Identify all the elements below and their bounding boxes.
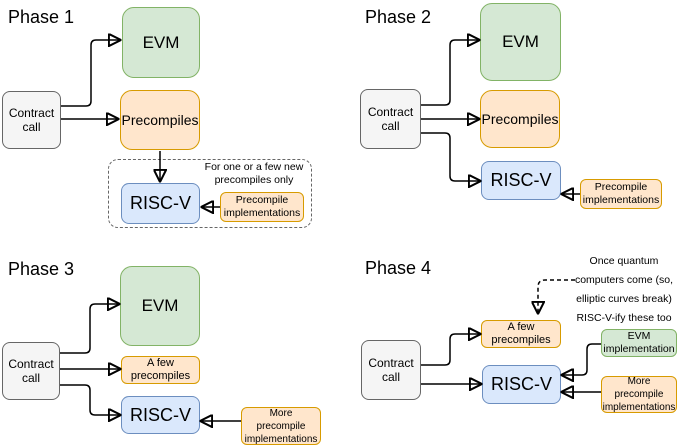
phase-2-contract-call-label: Contract call xyxy=(367,105,414,133)
phase-4-precompiles-node: A few precompiles xyxy=(481,320,561,348)
phase-1-scope-note: For one or a few new precompiles only xyxy=(204,161,304,186)
phase-1-contract-call-node: Contract call xyxy=(2,91,61,149)
phase-1-contract-call-label: Contract call xyxy=(8,106,55,134)
phase-1-precompiles-label: Precompiles xyxy=(121,112,199,128)
phase-1-riscv-label: RISC-V xyxy=(129,193,191,213)
phase-3-arrow-contract-to-evm xyxy=(60,304,118,354)
phase-4-implementations-label: More precompile implementations xyxy=(602,376,676,413)
phase-1-precompiles-node: Precompiles xyxy=(120,90,200,150)
phase-3-riscv-node: RISC-V xyxy=(121,396,200,434)
phase-2-implementations-label: Precompile implementations xyxy=(582,181,660,206)
phase-4-arrow-contract-to-precompiles xyxy=(421,334,479,366)
phase-4-evm-implementation-label: EVM implementation xyxy=(603,330,675,355)
phase-4-precompiles-label: A few precompiles xyxy=(491,321,551,346)
phase-3-title: Phase 3 xyxy=(8,259,75,279)
phase-3-evm-label: EVM xyxy=(141,296,179,315)
phase-1-riscv-node: RISC-V xyxy=(121,183,200,224)
phase-1-implementations-node: Precompile implementations xyxy=(220,192,304,222)
phase-2-implementations-node: Precompile implementations xyxy=(580,179,662,209)
phase-2-arrow-contract-to-riscv xyxy=(421,132,479,181)
phase-2-riscv-label: RISC-V xyxy=(490,170,552,190)
phase-1-arrow-contract-to-evm xyxy=(61,40,119,107)
phase-1-scope-group xyxy=(108,159,312,228)
phase-4-arrow-evm-implementation-to-riscv xyxy=(563,343,601,375)
phase-1-evm-label: EVM xyxy=(142,32,180,52)
phase-2-precompiles-node: Precompiles xyxy=(480,90,560,148)
phase-4-evm-implementation-node: EVM implementation xyxy=(601,329,677,357)
phase-4-contract-call-node: Contract call xyxy=(361,340,421,400)
phase-3-arrow-contract-to-riscv xyxy=(60,384,119,415)
phase-4-title: Phase 4 xyxy=(365,258,432,278)
phase-4-quantum-note: Once quantum computers come (so, ellipti… xyxy=(574,255,674,324)
phase-2-precompiles-label: Precompiles xyxy=(481,111,559,127)
phase-4-riscv-node: RISC-V xyxy=(482,365,561,404)
phase-3-riscv-label: RISC-V xyxy=(129,404,191,425)
phase-2-arrow-contract-to-evm xyxy=(421,40,478,106)
phase-2-evm-label: EVM xyxy=(502,32,539,51)
phase-3-precompiles-node: A few precompiles xyxy=(121,356,200,384)
phase-2-riscv-node: RISC-V xyxy=(481,161,561,200)
phase-2-title: Phase 2 xyxy=(365,7,432,27)
phase-3-implementations-node: More precompile implementations xyxy=(241,407,321,445)
phase-1-title: Phase 1 xyxy=(8,7,75,27)
phase-3-evm-node: EVM xyxy=(120,266,200,346)
phase-3-contract-call-label: Contract call xyxy=(8,357,54,385)
phase-1-evm-node: EVM xyxy=(122,7,200,78)
phase-2-contract-call-node: Contract call xyxy=(360,89,421,149)
phase-1-implementations-label: Precompile implementations xyxy=(223,194,301,219)
phase-4-contract-call-label: Contract call xyxy=(368,356,414,384)
phase-3-precompiles-label: A few precompiles xyxy=(130,357,191,382)
phase-3-contract-call-node: Contract call xyxy=(2,342,60,400)
phase-4-implementations-node: More precompile implementations xyxy=(601,376,677,413)
phase-4-riscv-label: RISC-V xyxy=(490,374,552,394)
phase-2-evm-node: EVM xyxy=(480,3,561,81)
phase-3-implementations-label: More precompile implementations xyxy=(244,407,318,445)
